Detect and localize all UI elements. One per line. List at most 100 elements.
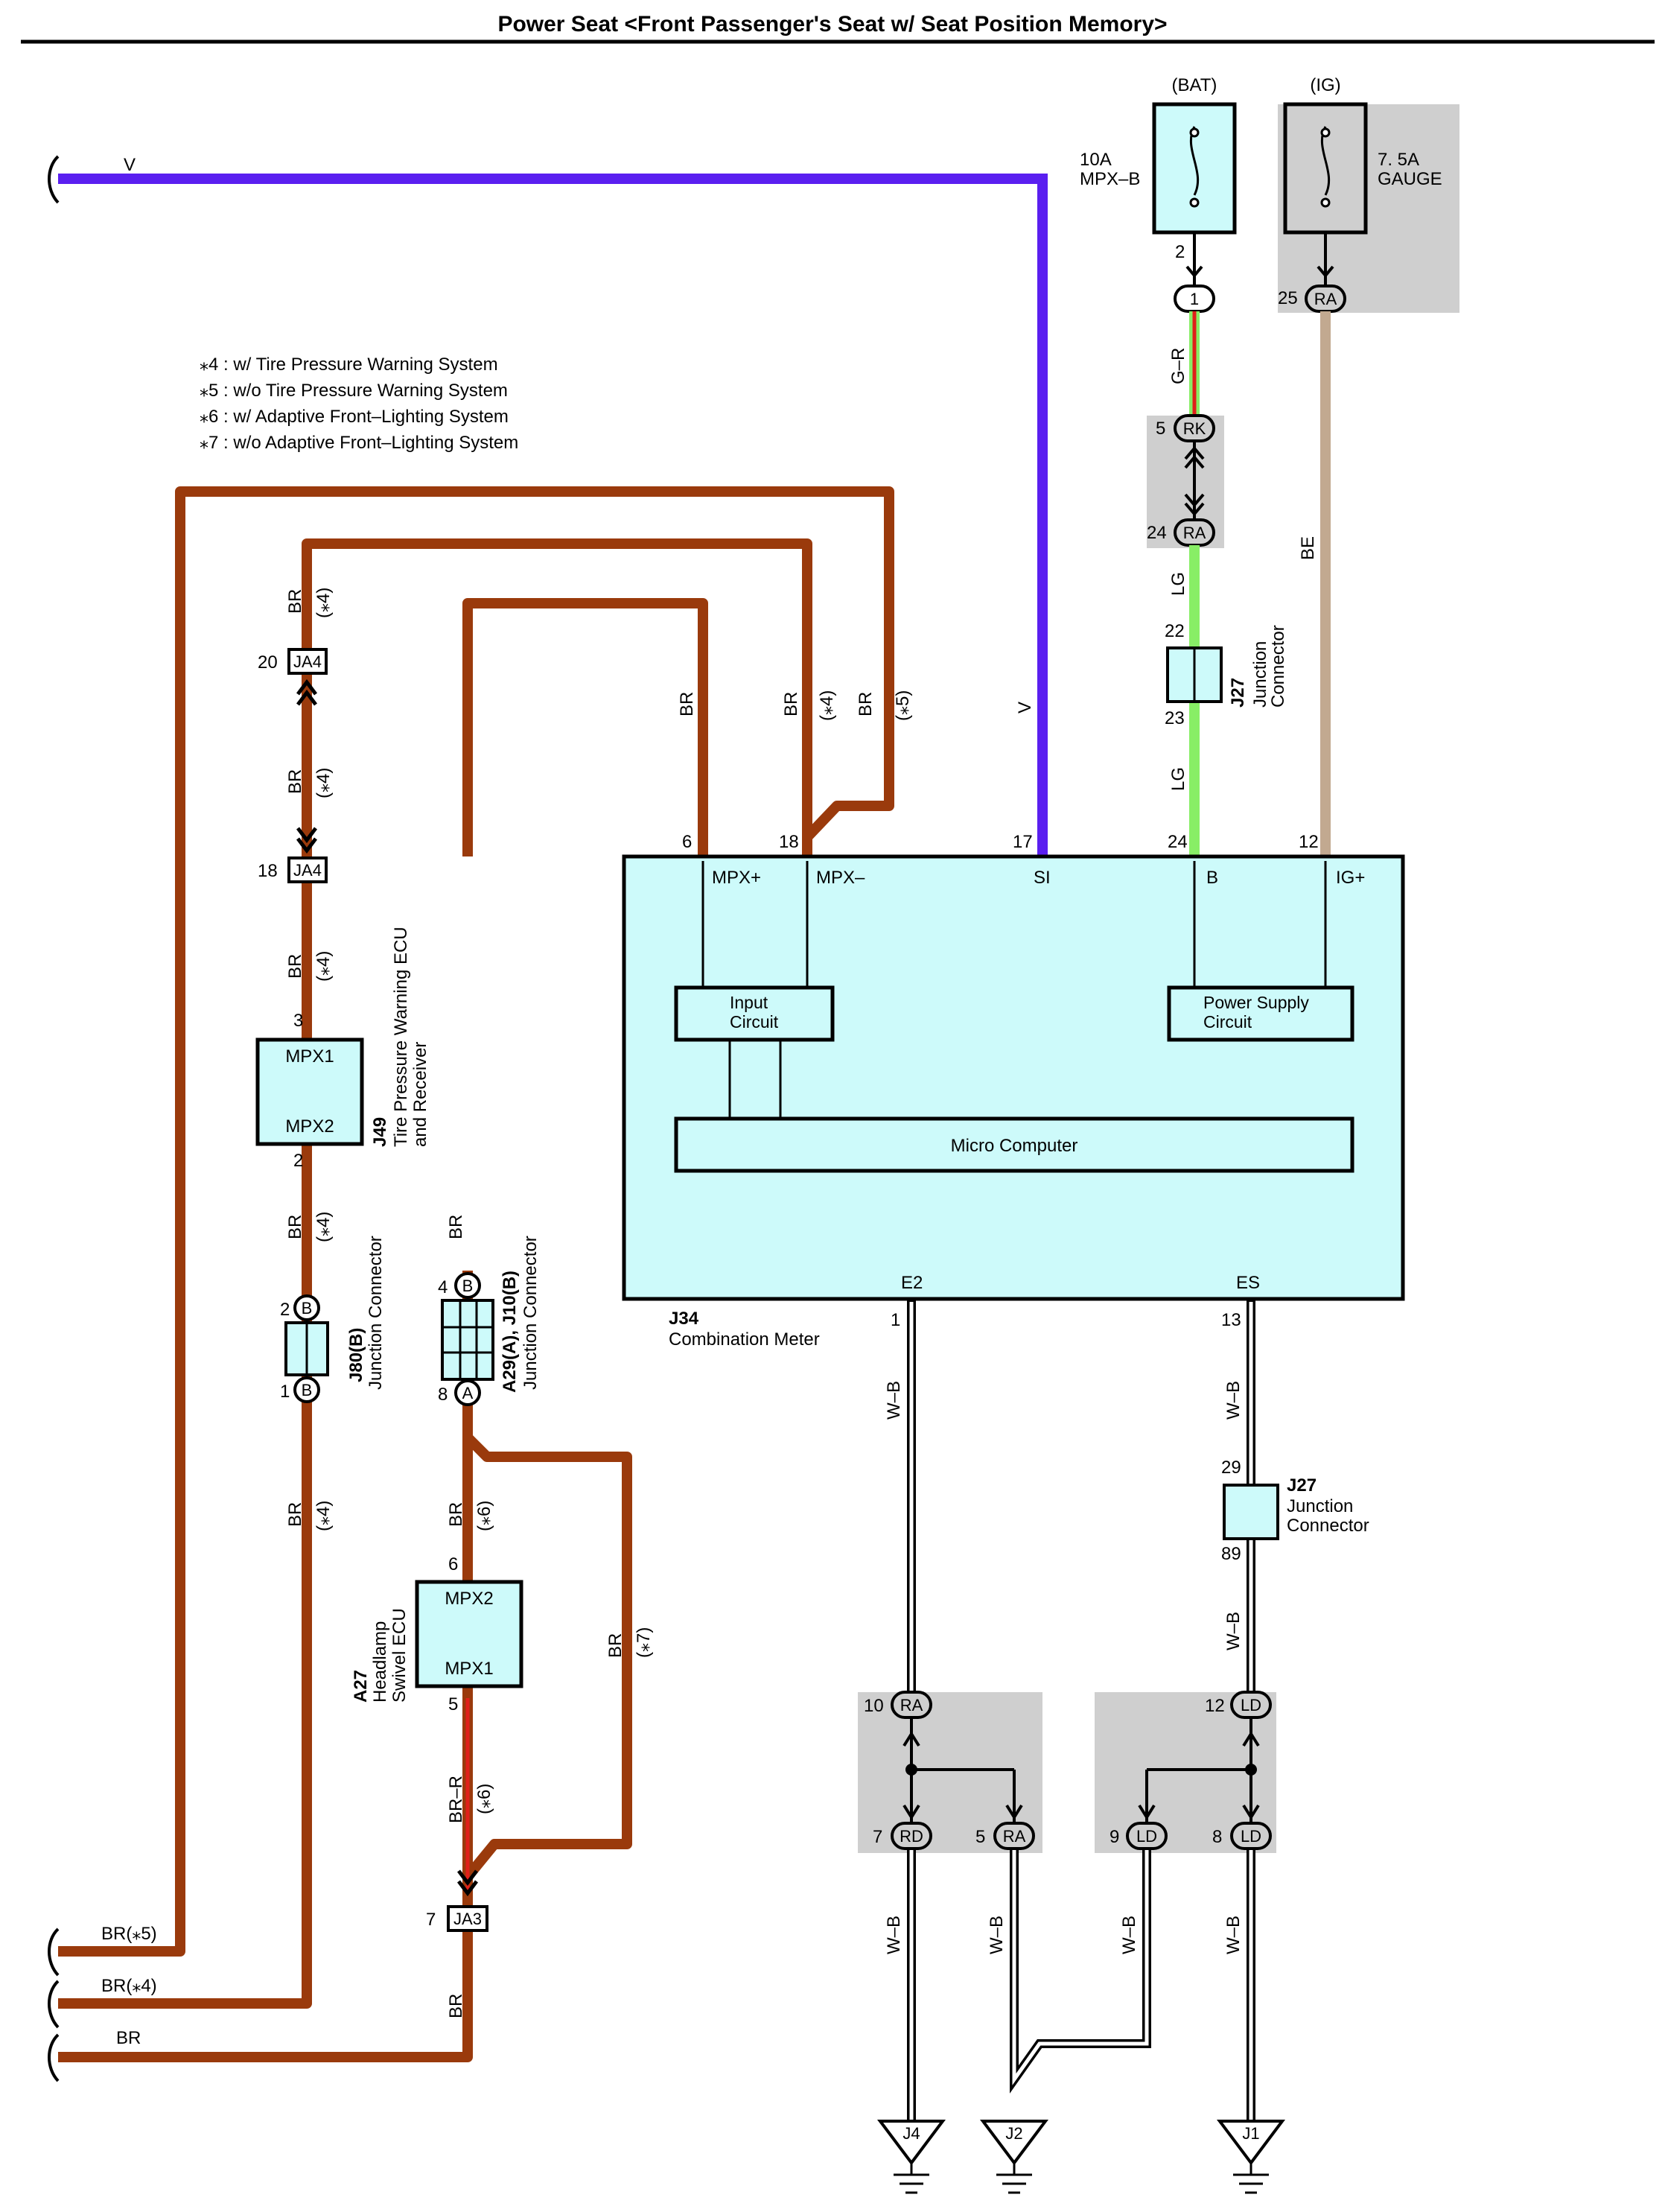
a27-term1: MPX2 xyxy=(445,1589,493,1609)
wire-label-wb-1: W–B xyxy=(884,1381,904,1420)
junction-a29-j10: B 4 A 8 A29(A), J10(B) Junction Connecto… xyxy=(438,1236,541,1406)
j49-pin1: 3 xyxy=(293,1011,303,1031)
a27-name2: Swivel ECU xyxy=(389,1608,410,1703)
headlamp-swivel-ecu-a27: MPX2 MPX1 6 5 A27 Headlamp Swivel ECU xyxy=(351,1554,523,1714)
harness-breaks xyxy=(48,1927,60,2082)
ld8-code: LD xyxy=(1241,1827,1261,1846)
lbl-n4-3: (⁎4) xyxy=(313,951,334,982)
lbl-br-7: BR xyxy=(446,1502,466,1527)
wire-label-wb-5: W–B xyxy=(987,1916,1007,1954)
ja4-connectors: JA4 20 JA4 18 xyxy=(258,648,328,883)
note-7: ⁎7 : w/o Adaptive Front–Lighting System xyxy=(200,433,518,453)
ra24-pin: 24 xyxy=(1147,523,1167,543)
a29-top-pin: 4 xyxy=(438,1277,448,1297)
rk-ra-connectors: RK 5 RA 24 xyxy=(1147,414,1215,547)
lbl-n7: (⁎7) xyxy=(634,1627,654,1658)
splice-ld: LD 12 LD 9 LD 8 xyxy=(1110,1691,1272,1850)
j49-term2: MPX2 xyxy=(285,1116,334,1137)
ig-supply-label: (IG) xyxy=(1310,75,1340,95)
j80-name: Junction Connector xyxy=(366,1236,386,1390)
lbl-br-5: BR xyxy=(285,1502,305,1527)
j34-pin-si: 17 xyxy=(1013,832,1033,852)
ig-conn-code: RA xyxy=(1314,290,1337,308)
a29-bot-code: A xyxy=(462,1384,474,1402)
lbl-n4-5: (⁎4) xyxy=(313,1501,334,1531)
wire-label-wb-2: W–B xyxy=(1223,1381,1244,1420)
ja4-top-code: JA4 xyxy=(293,652,322,671)
j34-pin-es: 13 xyxy=(1221,1310,1241,1330)
a29-name: Junction Connector xyxy=(520,1236,541,1390)
wire-label-be: BE xyxy=(1298,536,1318,560)
rd7-code: RD xyxy=(900,1827,923,1846)
wire-v: V V xyxy=(48,155,1048,856)
j34-pin-mpxp: 6 xyxy=(682,832,692,852)
ja4-bot-pin: 18 xyxy=(258,861,278,881)
lbl-br-9: BR xyxy=(605,1633,625,1658)
j34-pin-e2: 1 xyxy=(891,1310,900,1330)
a29-top-code: B xyxy=(462,1277,474,1295)
ground-j2: J2 xyxy=(980,2120,1048,2194)
j27-bot-pin2: 89 xyxy=(1221,1544,1241,1564)
wire-label-br: BR xyxy=(116,2028,141,2048)
ra5-code: RA xyxy=(1003,1827,1026,1846)
a27-pin1: 6 xyxy=(448,1554,458,1574)
j34-term-es: ES xyxy=(1236,1273,1260,1293)
j27-top-pin1: 22 xyxy=(1165,621,1185,641)
lbl-br-3: BR xyxy=(285,954,305,979)
lbl-brr: BR–R xyxy=(446,1776,466,1823)
wire-be: BE xyxy=(1298,311,1331,856)
ig-fuse-pin: 25 xyxy=(1278,288,1298,308)
page-title: Power Seat <Front Passenger's Seat w/ Se… xyxy=(497,12,1167,36)
lbl-br-12: BR xyxy=(856,692,876,716)
j80-bot-code: B xyxy=(302,1381,313,1399)
rk-pin: 5 xyxy=(1156,419,1165,439)
wire-label-wb-4: W–B xyxy=(884,1916,904,1954)
lbl-br-11: BR xyxy=(781,692,801,716)
wire-label-lg-2: LG xyxy=(1168,767,1188,791)
ja3-code: JA3 xyxy=(453,1910,482,1928)
ig-fuse-rating: 7. 5A xyxy=(1378,150,1419,170)
tire-pressure-ecu-j49: MPX1 MPX2 3 2 J49 Tire Pressure Warning … xyxy=(255,927,430,1171)
j80-top-code: B xyxy=(302,1299,313,1318)
wire-label-v: V xyxy=(124,155,136,175)
ld12-code: LD xyxy=(1241,1696,1261,1714)
bat-conn-pin: 1 xyxy=(1190,290,1199,308)
notes: ⁎4 : w/ Tire Pressure Warning System ⁎5 … xyxy=(200,355,518,453)
lbl-n5: (⁎5) xyxy=(893,690,913,721)
ld12-pin: 12 xyxy=(1205,1696,1225,1716)
lbl-br-8: BR xyxy=(446,1994,466,2018)
j80-bot-pin: 1 xyxy=(280,1382,290,1402)
j49-name2: and Receiver xyxy=(410,1042,430,1147)
ra5-pin: 5 xyxy=(975,1827,985,1847)
junction-j80: B 2 B 1 J80(B) Junction Connector xyxy=(280,1236,386,1403)
lbl-br-6: BR xyxy=(446,1215,466,1239)
bat-fuse-name: MPX–B xyxy=(1080,169,1140,189)
j27-bot-name2: Connector xyxy=(1287,1516,1369,1536)
lbl-n4-2: (⁎4) xyxy=(313,768,334,798)
ground-j1: J1 xyxy=(1217,2120,1285,2194)
j27-bot-pin1: 29 xyxy=(1221,1458,1241,1478)
wire-label-gr: G–R xyxy=(1168,348,1188,384)
ground-j2-label: J2 xyxy=(1005,2124,1022,2143)
a27-id: A27 xyxy=(351,1670,371,1703)
wire-label-br4: BR(⁎4) xyxy=(101,1976,157,1996)
rk-code: RK xyxy=(1183,419,1206,438)
a29-id: A29(A), J10(B) xyxy=(500,1271,520,1393)
wire-label-wb-6: W–B xyxy=(1119,1916,1139,1954)
lbl-br-10: BR xyxy=(677,692,697,716)
j34-id: J34 xyxy=(669,1309,699,1329)
j34-term-mpxp: MPX+ xyxy=(712,868,761,888)
j34-name: Combination Meter xyxy=(669,1329,820,1350)
j27-top: 22 23 J27 Junction Connector xyxy=(1165,621,1288,728)
lbl-n6-1: (⁎6) xyxy=(474,1501,494,1531)
lbl-br-2: BR xyxy=(285,769,305,794)
j34-term-b: B xyxy=(1206,868,1218,888)
j80-top-pin: 2 xyxy=(280,1300,290,1320)
ground-j4: J4 xyxy=(877,2120,946,2194)
j49-name1: Tire Pressure Warning ECU xyxy=(391,927,411,1147)
j34-pin-mpxm: 18 xyxy=(779,832,799,852)
ja4-bot-code: JA4 xyxy=(293,861,322,880)
